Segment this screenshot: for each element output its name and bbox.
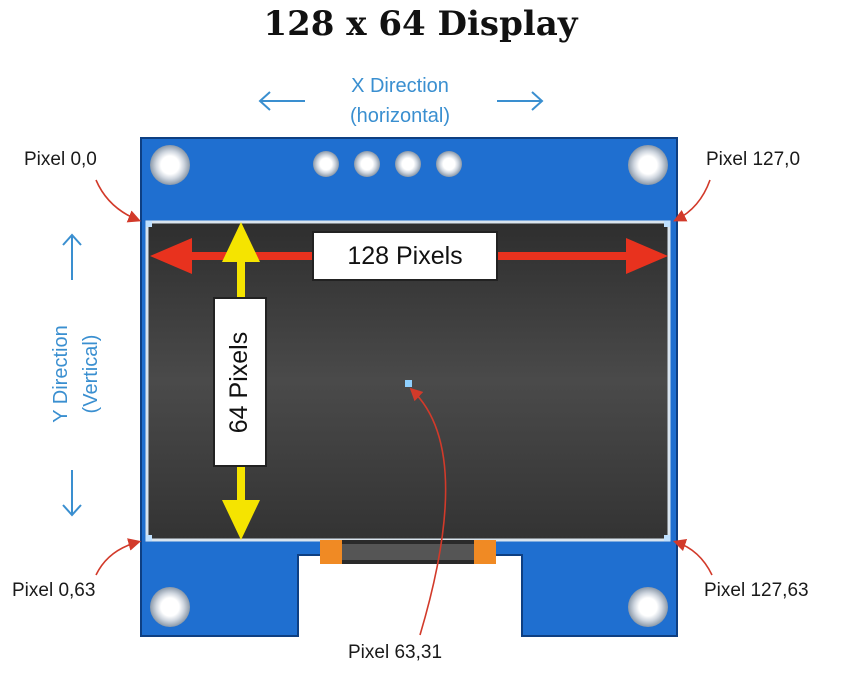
height-arrow-head-top bbox=[222, 222, 260, 262]
x-direction-line2: (horizontal) bbox=[349, 105, 451, 127]
label-pixel-top-right: Pixel 127,0 bbox=[706, 149, 801, 170]
pointer-bottom-left bbox=[95, 538, 142, 576]
corner-marker-tr bbox=[664, 221, 670, 227]
connector-strip bbox=[342, 544, 474, 560]
corner-marker-br bbox=[664, 535, 670, 541]
x-direction-label: X Direction (horizontal) bbox=[320, 71, 480, 131]
x-direction-line1: X Direction bbox=[351, 75, 449, 97]
label-pixel-center: Pixel 63,31 bbox=[348, 642, 443, 663]
pointer-center bbox=[409, 387, 447, 636]
y-direction-line1: Y Direction bbox=[50, 325, 72, 423]
header-pin-4 bbox=[436, 151, 462, 177]
x-direction-arrows bbox=[258, 91, 544, 111]
pointer-top-left bbox=[95, 179, 141, 223]
width-arrow-head-right bbox=[626, 238, 668, 274]
mount-hole-bottom-right bbox=[628, 587, 668, 627]
corner-marker-tl bbox=[146, 221, 152, 227]
label-pixel-bottom-right: Pixel 127,63 bbox=[704, 580, 809, 601]
height-arrow-head-bottom bbox=[222, 500, 260, 540]
connector-tab-right bbox=[474, 540, 496, 564]
y-direction-line2: (Vertical) bbox=[80, 334, 102, 414]
y-direction-label: Y Direction (Vertical) bbox=[46, 284, 106, 464]
width-label: 128 Pixels bbox=[347, 241, 463, 270]
corner-marker-bl bbox=[146, 535, 152, 541]
header-pin-3 bbox=[395, 151, 421, 177]
diagram-title: 128 x 64 Display bbox=[263, 4, 578, 44]
mount-hole-top-left bbox=[150, 145, 190, 185]
center-pixel bbox=[405, 380, 412, 387]
height-label: 64 Pixels bbox=[225, 331, 254, 433]
header-pin-1 bbox=[313, 151, 339, 177]
pointer-bottom-right bbox=[672, 538, 713, 576]
label-pixel-top-left: Pixel 0,0 bbox=[24, 149, 97, 170]
width-arrow-head-left bbox=[150, 238, 192, 274]
width-label-box: 128 Pixels bbox=[312, 231, 498, 281]
connector-tab-left bbox=[320, 540, 342, 564]
mount-hole-top-right bbox=[628, 145, 668, 185]
y-direction-arrows bbox=[62, 233, 82, 517]
mount-hole-bottom-left bbox=[150, 587, 190, 627]
header-pin-2 bbox=[354, 151, 380, 177]
pointer-top-right bbox=[673, 179, 711, 222]
height-label-box: 64 Pixels bbox=[213, 297, 267, 467]
label-pixel-bottom-left: Pixel 0,63 bbox=[12, 580, 96, 601]
